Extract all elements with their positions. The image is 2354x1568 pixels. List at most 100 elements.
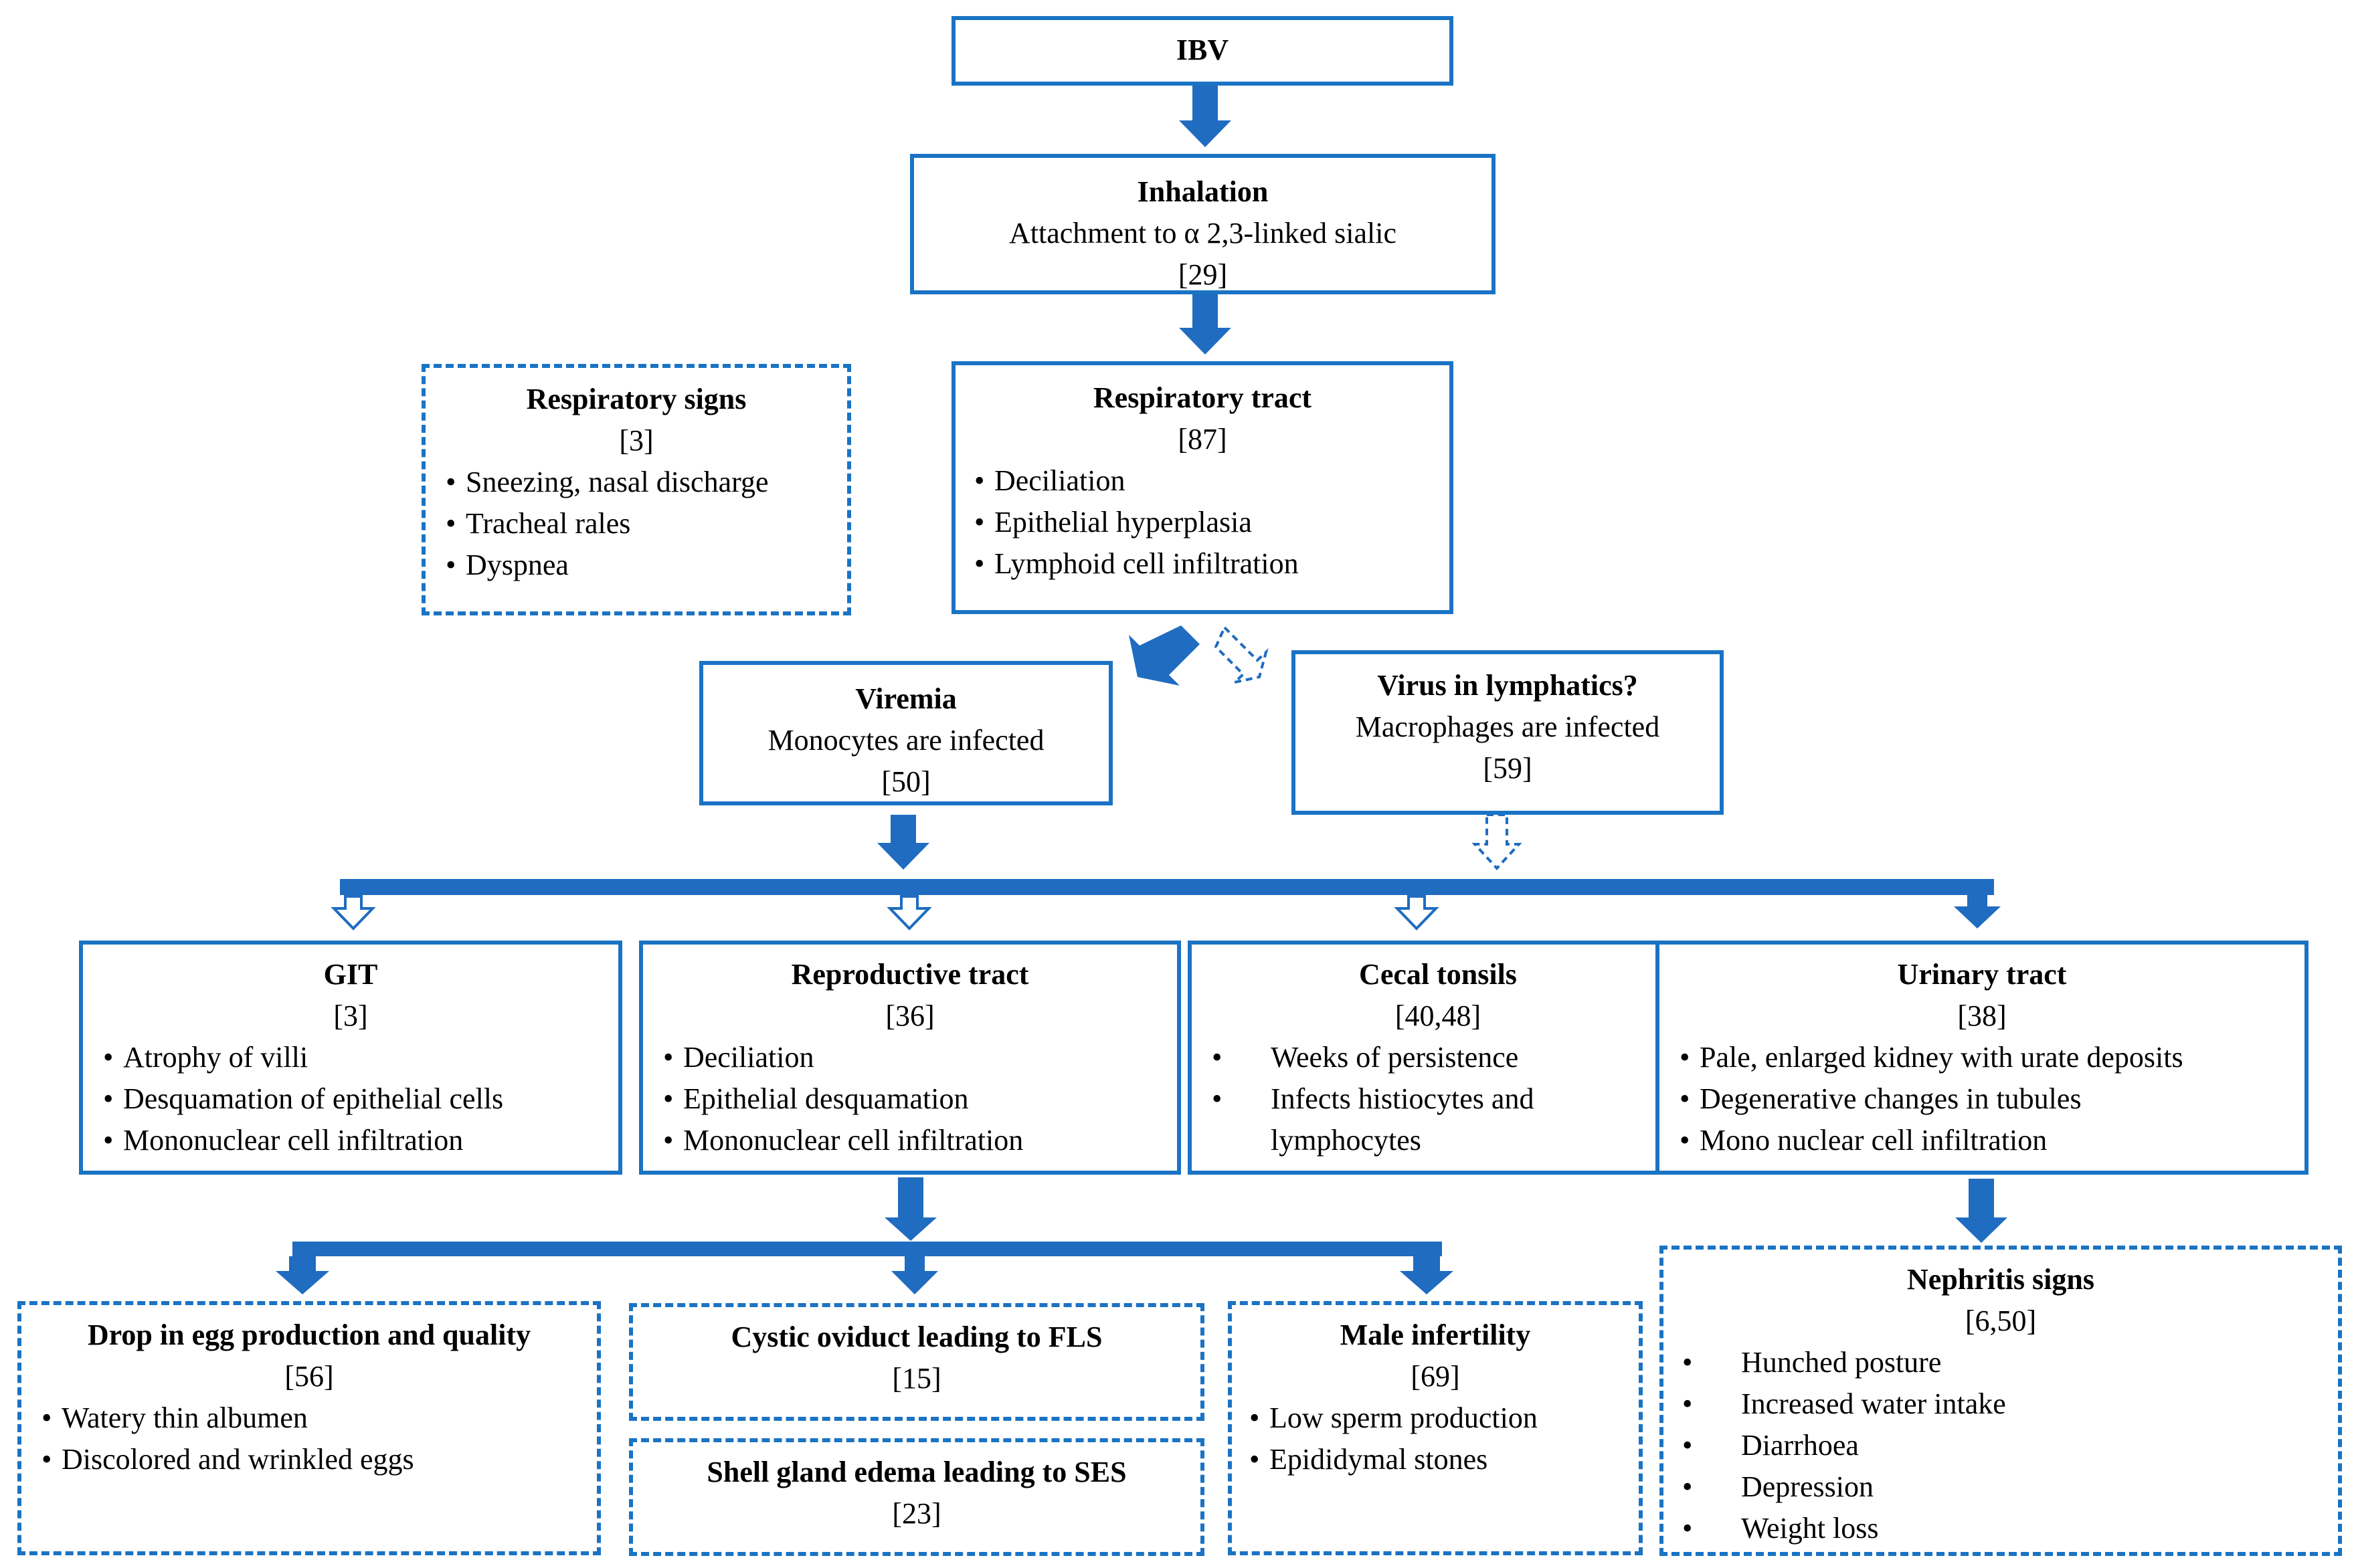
cecal-tonsils-ref: [40,48]	[1394, 999, 1481, 1032]
list-item: Discolored and wrinkled eggs	[41, 1439, 597, 1480]
egg-production-title: Drop in egg production and quality	[87, 1318, 531, 1351]
list-item: Deciliation	[663, 1037, 1177, 1078]
cystic-oviduct-ref: [15]	[892, 1362, 941, 1395]
list-item: Watery thin albumen	[41, 1397, 597, 1439]
male-infertility-box: Male infertility [69] Low sperm producti…	[1228, 1301, 1643, 1555]
list-item: Lymphoid cell infiltration	[974, 543, 1449, 585]
viremia-text: Monocytes are infected	[767, 724, 1045, 757]
arrow-branch-to-egg	[276, 1256, 329, 1294]
reproductive-tract-list: Deciliation Epithelial desquamation Mono…	[663, 1037, 1177, 1161]
reproductive-tract-title: Reproductive tract	[791, 958, 1029, 991]
list-item: Infects histiocytes and lymphocytes	[1212, 1078, 1684, 1161]
lymphatics-box: Virus in lymphatics? Macrophages are inf…	[1291, 650, 1724, 815]
cystic-oviduct-title: Cystic oviduct leading to FLS	[731, 1320, 1103, 1353]
list-item: Epithelial hyperplasia	[974, 502, 1449, 543]
arrow-branch-to-male	[1400, 1256, 1453, 1294]
arrow-viremia-to-bar	[877, 815, 929, 870]
shell-gland-ref: [23]	[892, 1497, 941, 1530]
nephritis-signs-ref: [6,50]	[1965, 1304, 2037, 1337]
git-box: GIT [3] Atrophy of villi Desquamation of…	[79, 941, 622, 1175]
ibv-title: IBV	[1176, 33, 1229, 66]
urinary-tract-list: Pale, enlarged kidney with urate deposit…	[1680, 1037, 2304, 1161]
list-item: Mono nuclear cell infiltration	[1680, 1120, 2304, 1161]
list-item: Deciliation	[974, 460, 1449, 502]
list-item: Dyspnea	[446, 545, 847, 586]
arrow-ibv-to-inhalation	[1179, 86, 1231, 147]
egg-production-list: Watery thin albumen Discolored and wrink…	[41, 1397, 597, 1480]
shell-gland-title: Shell gland edema leading to SES	[707, 1456, 1127, 1488]
arrow-resp-tract-to-viremia	[1129, 625, 1200, 686]
list-item: Mononuclear cell infiltration	[103, 1120, 618, 1161]
respiratory-signs-ref: [3]	[619, 424, 654, 457]
list-item: Tracheal rales	[446, 503, 847, 545]
arrow-urinary-to-nephritis	[1955, 1179, 2007, 1243]
respiratory-tract-list: Deciliation Epithelial hyperplasia Lymph…	[974, 460, 1449, 585]
list-item: Weeks of persistence	[1212, 1037, 1684, 1078]
list-item: Epididymal stones	[1249, 1439, 1639, 1480]
inhalation-box: Inhalation Attachment to α 2,3-linked si…	[910, 154, 1496, 294]
viremia-box: Viremia Monocytes are infected [50]	[699, 661, 1113, 805]
list-item: Weight loss	[1682, 1508, 2338, 1549]
respiratory-signs-title: Respiratory signs	[526, 383, 747, 415]
lymphatics-title: Virus in lymphatics?	[1377, 669, 1638, 702]
egg-production-box: Drop in egg production and quality [56] …	[17, 1301, 601, 1555]
arrow-branch-to-cystic	[891, 1256, 938, 1294]
urinary-tract-title: Urinary tract	[1897, 958, 2067, 991]
male-infertility-title: Male infertility	[1340, 1318, 1531, 1351]
list-item: Epithelial desquamation	[663, 1078, 1177, 1120]
nephritis-signs-list: Hunched posture Increased water intake D…	[1682, 1342, 2338, 1549]
respiratory-signs-list: Sneezing, nasal discharge Tracheal rales…	[446, 462, 847, 586]
list-item: Sneezing, nasal discharge	[446, 462, 847, 503]
male-infertility-list: Low sperm production Epididymal stones	[1249, 1397, 1639, 1480]
branch-bar	[292, 1242, 1442, 1256]
ibv-box: IBV	[952, 16, 1453, 86]
cecal-tonsils-title: Cecal tonsils	[1359, 958, 1517, 991]
reproductive-tract-box: Reproductive tract [36] Deciliation Epit…	[639, 941, 1181, 1175]
respiratory-tract-box: Respiratory tract [87] Deciliation Epith…	[952, 361, 1453, 614]
arrow-bar-to-urinary	[1954, 895, 2001, 928]
list-item: Hunched posture	[1682, 1342, 2338, 1383]
viremia-ref: [50]	[881, 765, 931, 798]
urinary-tract-box: Urinary tract [38] Pale, enlarged kidney…	[1655, 941, 2308, 1175]
arrow-repro-to-branch	[885, 1177, 937, 1241]
lymphatics-ref: [59]	[1483, 752, 1532, 785]
arrow-inhalation-to-resp-tract	[1179, 294, 1231, 355]
list-item: Diarrhoea	[1682, 1425, 2338, 1466]
cecal-tonsils-box: Cecal tonsils [40,48] Weeks of persisten…	[1188, 941, 1688, 1175]
arrow-bar-to-cecal	[1394, 895, 1439, 930]
cystic-oviduct-box: Cystic oviduct leading to FLS [15]	[629, 1303, 1204, 1421]
respiratory-tract-title: Respiratory tract	[1093, 381, 1312, 414]
reproductive-tract-ref: [36]	[885, 999, 935, 1032]
viremia-title: Viremia	[855, 682, 957, 715]
arrow-bar-to-repro	[887, 895, 932, 930]
list-item: Atrophy of villi	[103, 1037, 618, 1078]
distribution-bar	[340, 879, 1994, 895]
nephritis-signs-title: Nephritis signs	[1907, 1263, 2094, 1296]
shell-gland-box: Shell gland edema leading to SES [23]	[629, 1438, 1204, 1556]
arrow-lymphatics-to-bar	[1471, 813, 1522, 870]
list-item: Increased water intake	[1682, 1383, 2338, 1425]
list-item: Mononuclear cell infiltration	[663, 1120, 1177, 1161]
arrow-resp-tract-to-lymphatics	[1214, 625, 1269, 685]
list-item: Desquamation of epithelial cells	[103, 1078, 618, 1120]
inhalation-text: Attachment to α 2,3-linked sialic	[1008, 217, 1397, 250]
list-item: Pale, enlarged kidney with urate deposit…	[1680, 1037, 2304, 1078]
egg-production-ref: [56]	[284, 1360, 334, 1393]
list-item: Depression	[1682, 1466, 2338, 1508]
inhalation-title: Inhalation	[1137, 175, 1269, 208]
lymphatics-text: Macrophages are infected	[1355, 710, 1660, 743]
git-title: GIT	[323, 958, 378, 991]
list-item: Low sperm production	[1249, 1397, 1639, 1439]
respiratory-signs-box: Respiratory signs [3] Sneezing, nasal di…	[422, 364, 851, 615]
arrow-bar-to-git	[331, 895, 376, 930]
list-item: Degenerative changes in tubules	[1680, 1078, 2304, 1120]
git-list: Atrophy of villi Desquamation of epithel…	[103, 1037, 618, 1161]
male-infertility-ref: [69]	[1411, 1360, 1460, 1393]
inhalation-ref: [29]	[1178, 258, 1228, 291]
respiratory-tract-ref: [87]	[1178, 423, 1227, 456]
nephritis-signs-box: Nephritis signs [6,50] Hunched posture I…	[1659, 1246, 2342, 1556]
urinary-tract-ref: [38]	[1957, 999, 2007, 1032]
git-ref: [3]	[333, 999, 368, 1032]
cecal-tonsils-list: Weeks of persistence Infects histiocytes…	[1212, 1037, 1684, 1161]
